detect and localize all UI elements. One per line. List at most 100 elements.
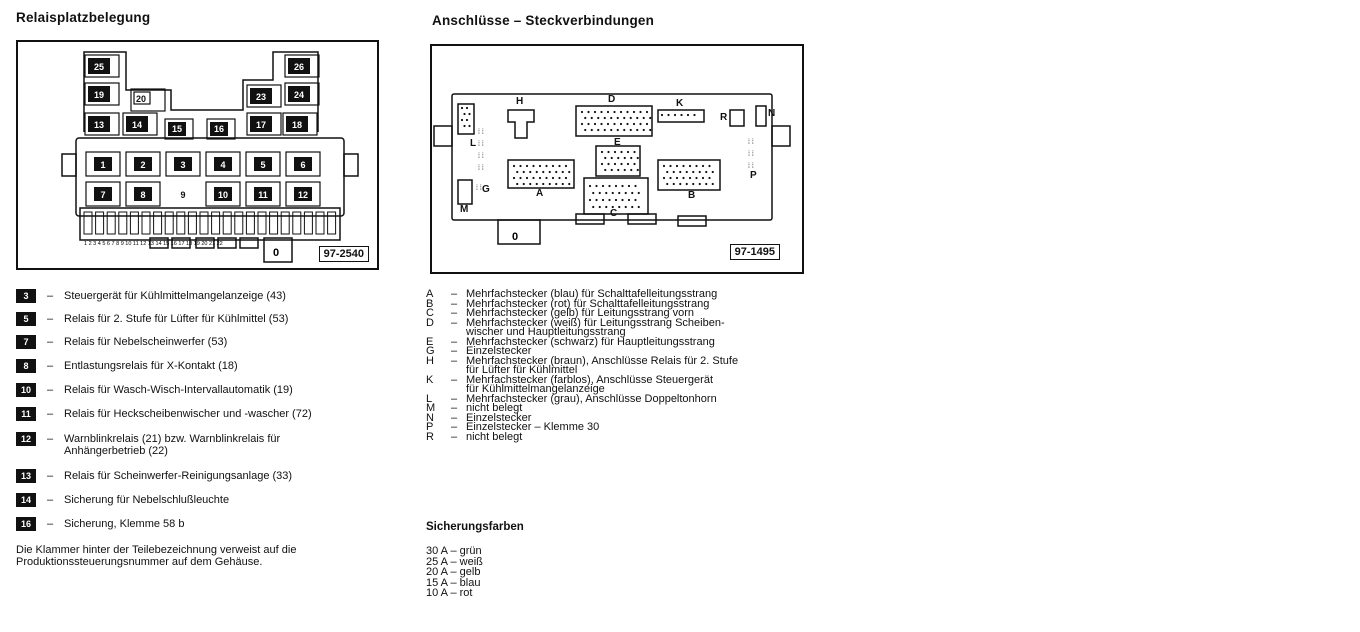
relay-description: Relais für Nebelscheinwerfer (53) (64, 336, 228, 348)
fuse-color-item: 25 A – weiß (426, 555, 483, 568)
connector-legend-item-m: M–nicht belegt (426, 402, 738, 414)
svg-text:15: 15 (172, 124, 182, 134)
relay-slot-20: 20 (130, 88, 166, 112)
legend-dash: – (46, 360, 54, 372)
connector-legend-item-l: L–Mehrfachstecker (grau), Anschlüsse Dop… (426, 392, 738, 405)
relay-number-badge: 12 (16, 432, 36, 446)
legend-dash: – (46, 470, 54, 482)
connector-description: Einzelstecker (466, 345, 532, 357)
relay-slot-8: 8 (125, 181, 161, 207)
relay-number-badge: 8 (16, 359, 36, 373)
svg-text:4: 4 (220, 160, 225, 170)
relay-slot-2: 2 (125, 151, 161, 177)
connector-legend-item-b: B–Mehrfachstecker (rot) für Schalttafell… (426, 297, 738, 310)
connector-letter: A (426, 288, 434, 300)
relay-description: Warnblinkrelais (21) bzw. Warnblinkrelai… (64, 433, 281, 457)
connector-description: nicht belegt (466, 430, 523, 443)
legend-dash: – (450, 288, 458, 300)
relay-legend-item-10: 10–Relais für Wasch-Wisch-Intervallautom… (16, 383, 293, 397)
svg-text:7: 7 (100, 190, 105, 200)
relay-slot-12: 12 (285, 181, 321, 207)
svg-text:20: 20 (136, 94, 146, 104)
fuse-number-strip: 1 2 3 4 5 6 7 8 9 10 11 12 13 14 15 16 1… (84, 241, 223, 247)
connector-letter: G (426, 345, 435, 357)
connector-letter: P (426, 421, 434, 433)
relay-number-badge: 16 (16, 517, 36, 531)
svg-text:8: 8 (140, 190, 145, 200)
relay-description: Relais für Scheinwerfer-Reinigungsanlage… (64, 470, 293, 482)
svg-text:6: 6 (300, 160, 305, 170)
fuse-color-item: 30 A – grün (426, 545, 482, 557)
svg-text:25: 25 (94, 62, 104, 72)
connector-legend-item-c: C–Mehrfachstecker (gelb) für Leitungsstr… (426, 307, 738, 319)
connector-letter: M (426, 402, 436, 414)
legend-dash: – (450, 421, 458, 433)
relay-number-badge: 11 (16, 407, 36, 421)
relay-legend-item-3: 3–Steuergerät für Kühlmittelmangelanzeig… (16, 289, 286, 303)
connector-legend-item-e: E–Mehrfachstecker (schwarz) für Hauptlei… (426, 335, 738, 348)
connector-legend-item-k: K–Mehrfachstecker (farblos), Anschlüsse … (426, 373, 738, 395)
connector-letter: L (426, 392, 433, 405)
connector-legend-item-n: N –Einzelstecker (426, 411, 738, 424)
svg-text:⁞ ⁞: ⁞ ⁞ (478, 165, 484, 172)
relay-description: Entlastungsrelais für X-Kontakt (18) (64, 360, 238, 372)
connector-legend-item-d: D–Mehrfachstecker (weiß) für Leitungsstr… (426, 317, 738, 338)
relay-slot-4: 4 (205, 151, 241, 177)
svg-text:17: 17 (256, 120, 266, 130)
connector-description: Einzelstecker (466, 411, 532, 424)
svg-text:9: 9 (180, 190, 185, 200)
connector-label-e: E (614, 137, 621, 148)
connector-label-p: P (750, 170, 757, 181)
connector-label-l: L (470, 138, 476, 149)
svg-text:11: 11 (258, 190, 268, 200)
connector-label-n: N (768, 108, 775, 119)
fuse-color-item: 15 A – blau (426, 576, 481, 589)
relay-description: Sicherung, Klemme 58 b (64, 518, 185, 530)
relay-slot-3: 3 (165, 151, 201, 177)
connector-letter: N (426, 411, 434, 424)
legend-dash: – (46, 336, 54, 348)
connector-description: Mehrfachstecker (farblos), Anschlüsse St… (466, 373, 714, 395)
svg-text:⁞ ⁞: ⁞ ⁞ (476, 185, 482, 192)
svg-text:⁞ ⁞: ⁞ ⁞ (478, 129, 484, 136)
connector-description: Mehrfachstecker (gelb) für Leitungsstran… (466, 307, 695, 319)
production-note: Die Klammer hinter der Teilebezeichnung … (16, 544, 297, 568)
connector-label-c: C (610, 208, 617, 219)
svg-text:23: 23 (256, 92, 266, 102)
relay-slot-1: 1 (85, 151, 121, 177)
relay-socket-label: 0 (273, 247, 279, 259)
connector-legend: A–Mehrfachstecker (blau) für Schalttafel… (426, 288, 738, 443)
legend-dash: – (450, 430, 458, 443)
svg-text:⁞ ⁞: ⁞ ⁞ (748, 163, 754, 170)
legend-dash: – (46, 290, 54, 302)
connector-description: Mehrfachstecker (rot) für Schalttafellei… (466, 297, 710, 310)
relay-slot-7: 7 (85, 181, 121, 207)
legend-dash: – (450, 354, 458, 367)
connector-letter: K (426, 373, 434, 386)
connector-label-b: B (688, 190, 695, 201)
relay-description: Relais für Heckscheibenwischer und -wasc… (64, 408, 312, 420)
legend-dash: – (46, 518, 54, 530)
connector-label-r: R (720, 112, 728, 123)
relay-slot-9: 9 (180, 190, 185, 200)
connector-letter: H (426, 354, 434, 367)
svg-text:16: 16 (214, 124, 224, 134)
relay-slot-15: 15 (164, 118, 194, 140)
svg-text:⁞ ⁞: ⁞ ⁞ (478, 141, 484, 148)
relay-description: Relais für 2. Stufe für Lüfter für Kühlm… (64, 313, 289, 325)
relay-slot-23: 23 (246, 84, 282, 108)
svg-text:14: 14 (132, 120, 142, 130)
relay-legend-item-5: 5–Relais für 2. Stufe für Lüfter für Küh… (16, 312, 288, 326)
svg-text:12: 12 (298, 190, 308, 200)
legend-dash: – (46, 408, 54, 420)
svg-text:13: 13 (94, 120, 104, 130)
relay-slot-6: 6 (285, 151, 321, 177)
connector-label-m: M (460, 204, 468, 215)
legend-dash: – (450, 392, 458, 405)
relay-description: Relais für Wasch-Wisch-Intervallautomati… (64, 384, 293, 396)
connector-letter: E (426, 335, 434, 348)
relay-legend-item-14: 14–Sicherung für Nebelschlußleuchte (16, 493, 229, 507)
legend-dash: – (450, 411, 458, 424)
